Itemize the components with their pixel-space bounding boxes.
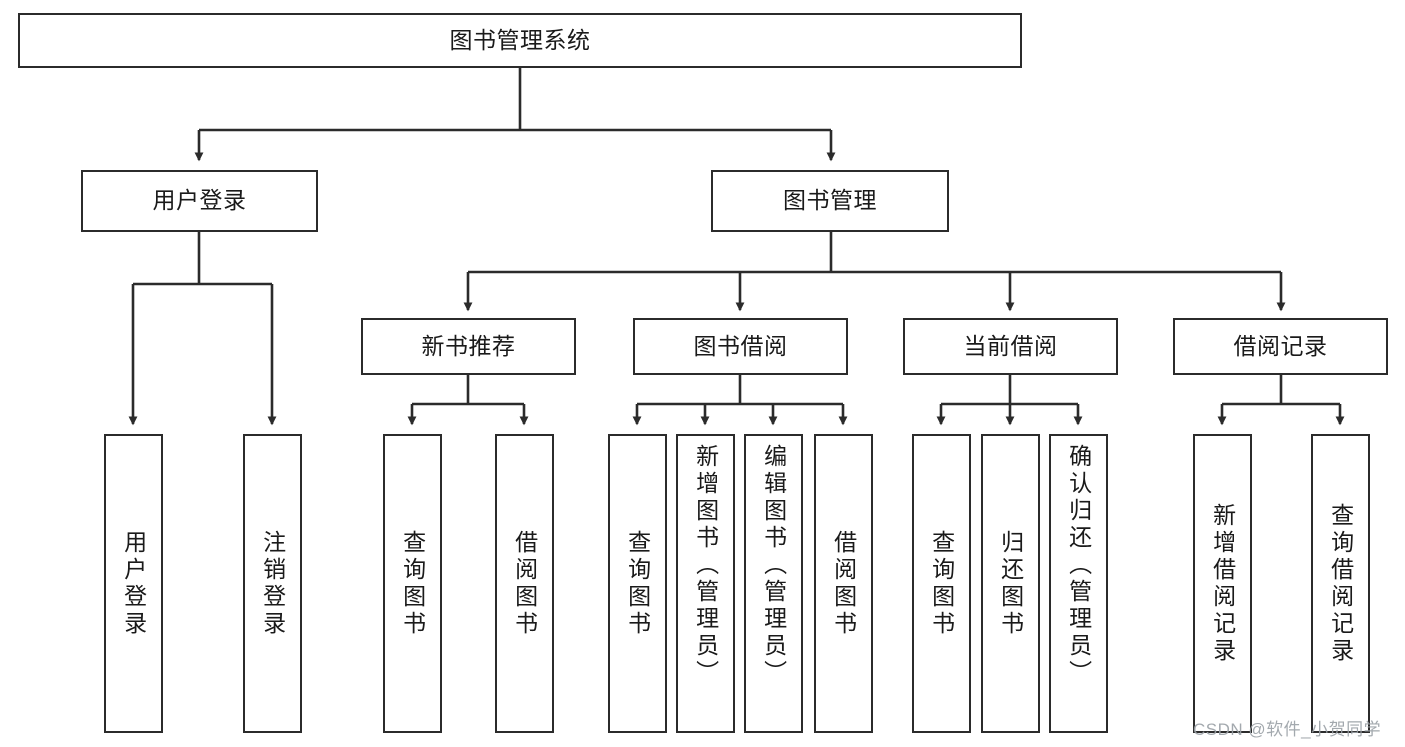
node-leaf-query-book-2[interactable]: 查询图书 bbox=[608, 434, 667, 733]
node-leaf-confirm-return[interactable]: 确认归还（管理员） bbox=[1049, 434, 1108, 733]
node-borrow-record[interactable]: 借阅记录 bbox=[1173, 318, 1388, 375]
node-leaf-query-book-1-label: 查询图书 bbox=[399, 529, 426, 638]
node-user-login-label: 用户登录 bbox=[152, 187, 247, 214]
node-leaf-query-book-1[interactable]: 查询图书 bbox=[383, 434, 442, 733]
node-new-book-recommend-label: 新书推荐 bbox=[421, 332, 516, 359]
node-leaf-edit-book[interactable]: 编辑图书（管理员） bbox=[744, 434, 803, 733]
node-current-borrow-label: 当前借阅 bbox=[963, 332, 1058, 359]
node-leaf-query-book-3-label: 查询图书 bbox=[928, 529, 955, 638]
node-root[interactable]: 图书管理系统 bbox=[18, 13, 1022, 68]
node-root-label: 图书管理系统 bbox=[449, 26, 591, 53]
node-current-borrow[interactable]: 当前借阅 bbox=[903, 318, 1118, 375]
node-leaf-add-book-label: 新增图书（管理员） bbox=[692, 444, 719, 687]
node-leaf-user-login-label: 用户登录 bbox=[120, 529, 147, 638]
node-leaf-query-book-2-label: 查询图书 bbox=[624, 529, 651, 638]
csdn-watermark: CSDN @软件_小贺同学 bbox=[1193, 720, 1382, 739]
node-leaf-borrow-book-2-label: 借阅图书 bbox=[830, 529, 857, 638]
node-leaf-query-record-label: 查询借阅记录 bbox=[1327, 502, 1354, 665]
node-leaf-borrow-book-1[interactable]: 借阅图书 bbox=[495, 434, 554, 733]
node-leaf-add-record[interactable]: 新增借阅记录 bbox=[1193, 434, 1252, 733]
edges-bookborrow-to-leaves bbox=[632, 375, 848, 426]
node-leaf-confirm-return-label: 确认归还（管理员） bbox=[1065, 444, 1092, 687]
node-leaf-query-record[interactable]: 查询借阅记录 bbox=[1311, 434, 1370, 733]
node-book-manage-label: 图书管理 bbox=[783, 187, 877, 214]
node-leaf-user-logout-label: 注销登录 bbox=[259, 529, 286, 638]
edges-root-to-level2 bbox=[194, 68, 836, 162]
node-leaf-user-login[interactable]: 用户登录 bbox=[104, 434, 163, 733]
node-leaf-borrow-book-1-label: 借阅图书 bbox=[511, 529, 538, 638]
edges-userlogin-to-leaves bbox=[128, 232, 277, 426]
node-leaf-add-book[interactable]: 新增图书（管理员） bbox=[676, 434, 735, 733]
edges-bookmanage-to-level3 bbox=[463, 232, 1286, 312]
edges-borrowrecord-to-leaves bbox=[1217, 375, 1345, 426]
edges-currentborrow-to-leaves bbox=[936, 375, 1083, 426]
node-leaf-return-book-label: 归还图书 bbox=[997, 529, 1024, 638]
node-leaf-query-book-3[interactable]: 查询图书 bbox=[912, 434, 971, 733]
node-user-login[interactable]: 用户登录 bbox=[81, 170, 318, 232]
node-book-borrow-label: 图书借阅 bbox=[693, 332, 788, 359]
node-book-borrow[interactable]: 图书借阅 bbox=[633, 318, 848, 375]
node-book-manage[interactable]: 图书管理 bbox=[711, 170, 949, 232]
node-leaf-return-book[interactable]: 归还图书 bbox=[981, 434, 1040, 733]
edges-newbook-to-leaves bbox=[407, 375, 529, 426]
node-borrow-record-label: 借阅记录 bbox=[1233, 332, 1328, 359]
node-leaf-borrow-book-2[interactable]: 借阅图书 bbox=[814, 434, 873, 733]
node-leaf-edit-book-label: 编辑图书（管理员） bbox=[760, 444, 787, 687]
node-leaf-user-logout[interactable]: 注销登录 bbox=[243, 434, 302, 733]
node-new-book-recommend[interactable]: 新书推荐 bbox=[361, 318, 576, 375]
node-leaf-add-record-label: 新增借阅记录 bbox=[1209, 502, 1236, 665]
